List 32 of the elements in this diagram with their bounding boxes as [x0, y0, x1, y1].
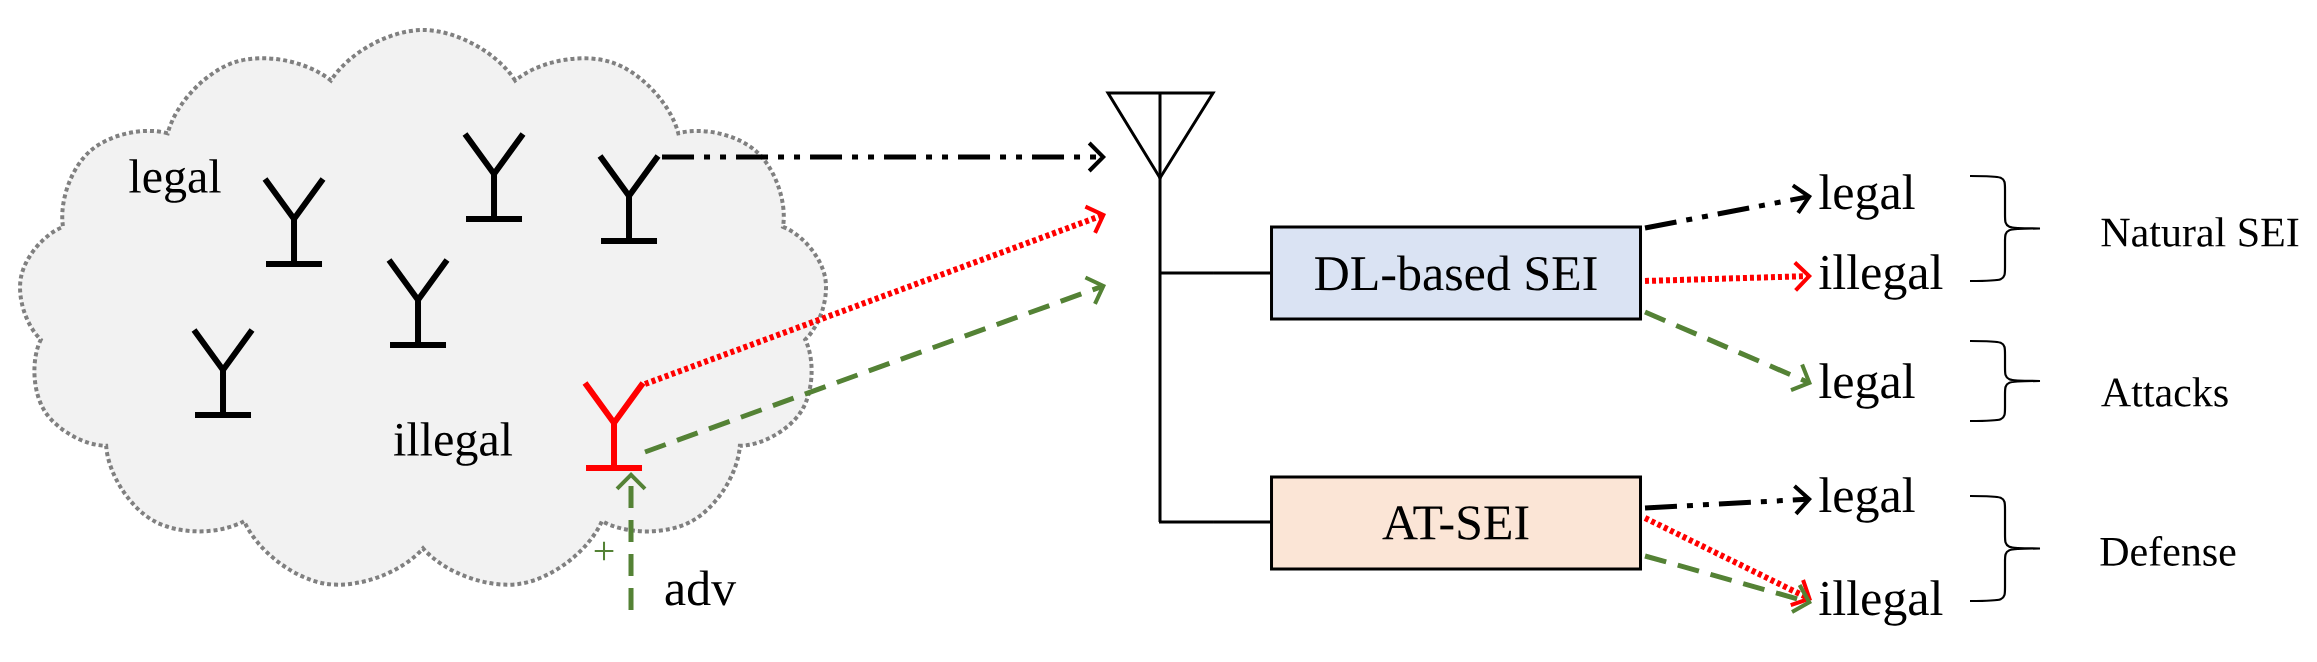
region-label: legal [129, 159, 221, 203]
antenna-icon [462, 131, 526, 222]
arrow [1644, 309, 1812, 393]
process-box: DL-based SEI [1270, 225, 1642, 321]
class-label: legal [1819, 363, 1915, 409]
arrow [615, 472, 647, 610]
class-label: legal [1819, 174, 1915, 220]
class-label: illegal [1819, 580, 1943, 626]
arrow [1644, 183, 1812, 231]
antenna-icon [386, 257, 450, 348]
arrow [1644, 553, 1812, 614]
antenna-icon [582, 380, 646, 471]
arrow [662, 141, 1106, 173]
antenna-icon [597, 153, 661, 244]
process-box: AT-SEI [1270, 475, 1642, 571]
antenna-icon [191, 327, 255, 418]
class-label: illegal [1819, 254, 1943, 300]
arrow [1643, 515, 1812, 608]
edge-label: + [594, 541, 614, 561]
group-label: Natural SEI [2101, 217, 2299, 247]
arrow [1644, 261, 1812, 292]
arrow [1644, 484, 1812, 516]
connector-line [1213, 271, 1272, 275]
region-label: illegal [394, 422, 513, 466]
antenna-icon [262, 176, 326, 267]
arrow [644, 275, 1106, 455]
arrow [644, 204, 1107, 387]
group-label: Defense [2100, 536, 2236, 566]
class-label: adv [665, 570, 737, 606]
class-label: legal [1819, 477, 1915, 523]
connector-line [1213, 520, 1272, 524]
group-label: Attacks [2101, 377, 2228, 407]
